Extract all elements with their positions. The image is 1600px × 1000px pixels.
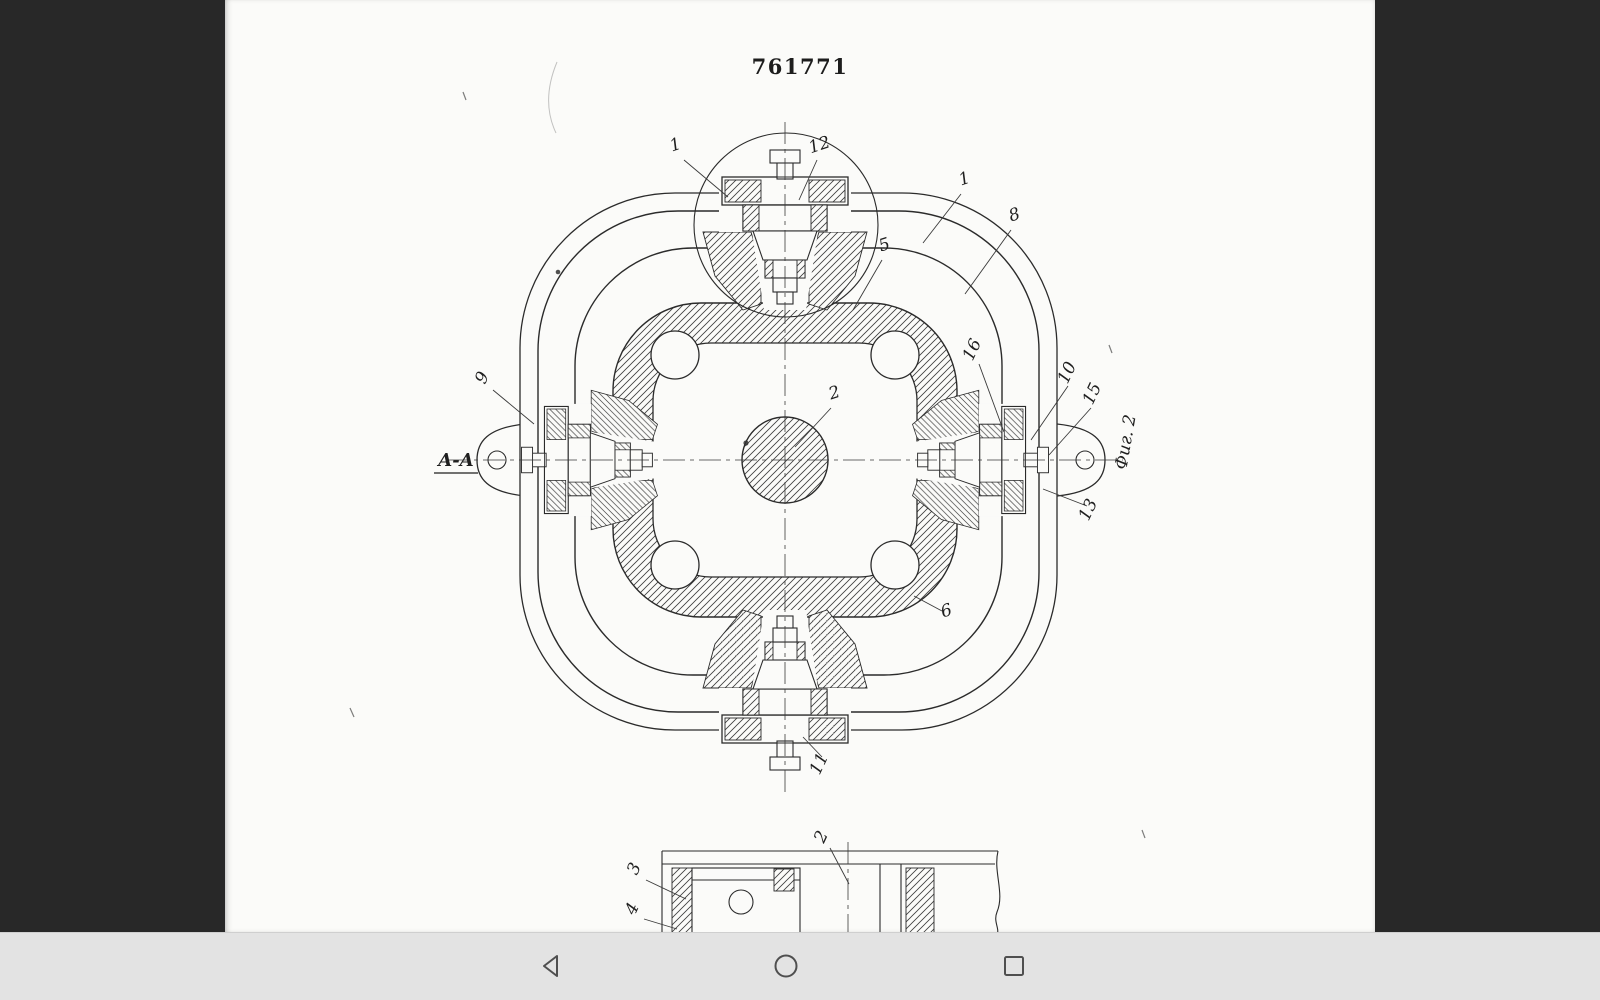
- callout-15: 15: [1079, 380, 1106, 408]
- leader-lines: [492, 159, 1092, 758]
- scan-artifacts: [349, 61, 1146, 839]
- callout-2b: 2: [810, 828, 833, 847]
- callout-4: 4: [621, 900, 644, 919]
- bolt-hole: [870, 540, 920, 590]
- callout-10: 10: [1054, 359, 1081, 387]
- callout-13: 13: [1075, 496, 1102, 524]
- patent-number: 761771: [751, 54, 849, 79]
- callout-2: 2: [825, 382, 842, 405]
- bolt-hole: [650, 540, 700, 590]
- callout-9: 9: [471, 369, 494, 387]
- callout-11: 11: [806, 750, 833, 778]
- figure-label: Фиг. 2: [1111, 413, 1140, 471]
- detail-circle: [693, 132, 879, 318]
- patent-figure: 1 12 1 8 5 16 10 15 9 2 13 6 11 A-A Фиг.…: [349, 61, 1146, 932]
- main-figure: 1 12 1 8 5 16 10 15 9 2 13 6 11 A-A Фиг.…: [434, 122, 1141, 796]
- back-icon[interactable]: [537, 952, 567, 982]
- left-letterbox: [0, 0, 225, 932]
- callout-3: 3: [623, 860, 646, 878]
- right-letterbox: [1375, 0, 1600, 932]
- bottom-figure: 2 3 4: [621, 828, 1001, 932]
- bolt-hole: [650, 330, 700, 380]
- section-label: A-A: [436, 450, 473, 471]
- bolt-hole: [870, 330, 920, 380]
- recents-icon[interactable]: [1000, 952, 1030, 982]
- callout-1: 1: [667, 134, 683, 156]
- callout-1b: 1: [956, 168, 972, 190]
- home-icon[interactable]: [772, 952, 802, 982]
- android-navbar: [0, 932, 1600, 1000]
- patent-page[interactable]: 761771: [225, 0, 1375, 932]
- callout-8: 8: [1006, 204, 1023, 226]
